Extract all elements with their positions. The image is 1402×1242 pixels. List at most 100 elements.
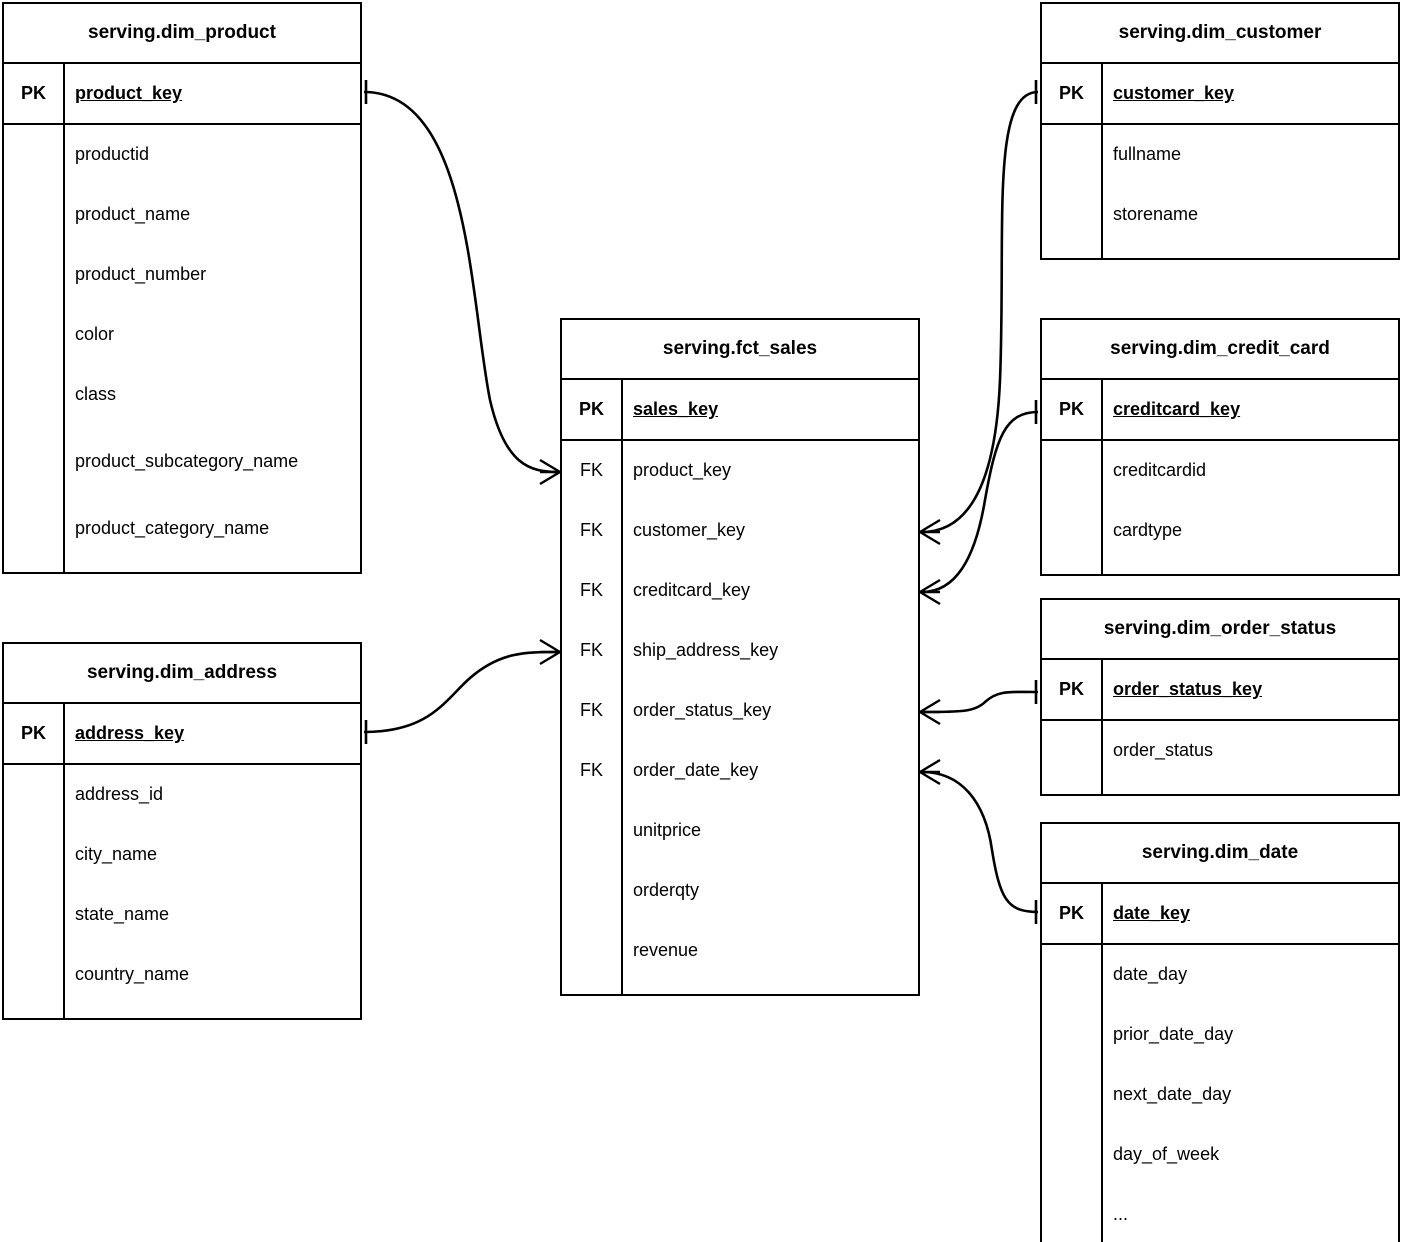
entity-dim-date[interactable]: serving.dim_date PK date_key date_day pr… [1040,822,1400,1242]
field-row-pk[interactable]: PK product_key [4,64,360,125]
field-label: prior_date_day [1113,1023,1234,1044]
field-row[interactable]: fullname [1042,124,1398,184]
entity-fields-dim-address: PK address_key address_id city_name stat… [4,704,360,1018]
spacer-key [1042,560,1103,574]
field-row-pk[interactable]: PK customer_key [1042,64,1398,125]
field-key-marker [4,364,65,424]
field-key-marker [1042,720,1103,780]
field-key-marker: FK [562,440,623,500]
field-label: date_key [1113,903,1191,924]
field-name-cell: creditcard_key [1102,380,1398,441]
field-name-cell: revenue [622,920,918,980]
field-label: creditcard_key [633,579,751,600]
spacer-key [1042,244,1103,258]
entity-dim-product[interactable]: serving.dim_product PK product_key produ… [2,2,362,574]
field-key-marker [4,884,65,944]
field-row[interactable]: product_number [4,244,360,304]
entity-fct-sales[interactable]: serving.fct_sales PK sales_key FK produc… [560,318,920,996]
field-name-cell: orderqty [622,860,918,920]
field-key-marker [4,824,65,884]
field-row[interactable]: ... [1042,1184,1398,1242]
field-row-pk[interactable]: PK address_key [4,704,360,765]
field-row[interactable]: product_name [4,184,360,244]
field-key-marker: PK [1042,884,1103,945]
field-row[interactable]: order_status [1042,720,1398,780]
field-row-fk[interactable]: FK creditcard_key [562,560,918,620]
field-key-marker: FK [562,560,623,620]
field-row[interactable]: date_day [1042,944,1398,1004]
field-label: product_key [633,460,732,481]
field-row[interactable]: next_date_day [1042,1064,1398,1124]
field-name-cell: product_subcategory_name [64,424,360,498]
field-label: product_subcategory_name [75,450,299,471]
entity-dim-credit-card[interactable]: serving.dim_credit_card PK creditcard_ke… [1040,318,1400,576]
field-label: sales_key [633,399,719,420]
field-name-cell: creditcard_key [622,560,918,620]
field-row[interactable]: color [4,304,360,364]
field-row-pk[interactable]: PK sales_key [562,380,918,441]
entity-dim-address[interactable]: serving.dim_address PK address_key addre… [2,642,362,1020]
entity-fields-dim-credit-card: PK creditcard_key creditcardid cardtype [1042,380,1398,574]
field-row-pk[interactable]: PK order_status_key [1042,660,1398,721]
field-name-cell: state_name [64,884,360,944]
field-row-spacer [4,558,360,572]
spacer-name [622,980,918,994]
field-row[interactable]: day_of_week [1042,1124,1398,1184]
field-row[interactable]: product_subcategory_name [4,424,360,498]
field-label: address_id [75,784,164,805]
field-row[interactable]: cardtype [1042,500,1398,560]
field-key-marker [4,498,65,558]
field-row-fk[interactable]: FK product_key [562,440,918,500]
field-row[interactable]: address_id [4,764,360,824]
field-row-pk[interactable]: PK date_key [1042,884,1398,945]
field-name-cell: order_status [1102,720,1398,780]
entity-dim-customer[interactable]: serving.dim_customer PK customer_key ful… [1040,2,1400,260]
field-row[interactable]: orderqty [562,860,918,920]
field-name-cell: address_key [64,704,360,765]
field-label: class [75,383,117,404]
field-row-fk[interactable]: FK customer_key [562,500,918,560]
entity-dim-order-status[interactable]: serving.dim_order_status PK order_status… [1040,598,1400,796]
field-label: color [75,323,115,344]
field-key-marker: PK [1042,380,1103,441]
field-name-cell: product_key [64,64,360,125]
field-row[interactable]: state_name [4,884,360,944]
field-label: date_day [1113,964,1188,985]
field-row[interactable]: unitprice [562,800,918,860]
field-key-marker [4,304,65,364]
field-label: unitprice [633,819,702,840]
field-row-fk[interactable]: FK order_status_key [562,680,918,740]
field-row[interactable]: creditcardid [1042,440,1398,500]
field-name-cell: date_day [1102,944,1398,1004]
field-row[interactable]: revenue [562,920,918,980]
field-key-marker: FK [562,500,623,560]
field-label: product_number [75,263,207,284]
field-row-fk[interactable]: FK order_date_key [562,740,918,800]
field-row[interactable]: city_name [4,824,360,884]
field-row-pk[interactable]: PK creditcard_key [1042,380,1398,441]
field-row[interactable]: class [4,364,360,424]
field-row[interactable]: country_name [4,944,360,1004]
field-row[interactable]: prior_date_day [1042,1004,1398,1064]
relationship-line-date [919,758,1039,924]
field-row-spacer [4,1004,360,1018]
field-key-marker [1042,124,1103,184]
field-row[interactable]: storename [1042,184,1398,244]
entity-fields-dim-product: PK product_key productid product_name pr… [4,64,360,572]
field-row-spacer [562,980,918,994]
entity-title-fct-sales: serving.fct_sales [562,320,918,380]
field-name-cell: fullname [1102,124,1398,184]
field-row[interactable]: productid [4,124,360,184]
spacer-name [1102,244,1398,258]
field-key-marker [1042,1124,1103,1184]
field-name-cell: class [64,364,360,424]
entity-fields-dim-order-status: PK order_status_key order_status [1042,660,1398,794]
field-label: ship_address_key [633,639,779,660]
field-name-cell: creditcardid [1102,440,1398,500]
field-row[interactable]: product_category_name [4,498,360,558]
field-row-fk[interactable]: FK ship_address_key [562,620,918,680]
field-label: next_date_day [1113,1083,1232,1104]
entity-title-dim-product: serving.dim_product [4,4,360,64]
field-label: country_name [75,963,190,984]
field-key-marker [1042,440,1103,500]
